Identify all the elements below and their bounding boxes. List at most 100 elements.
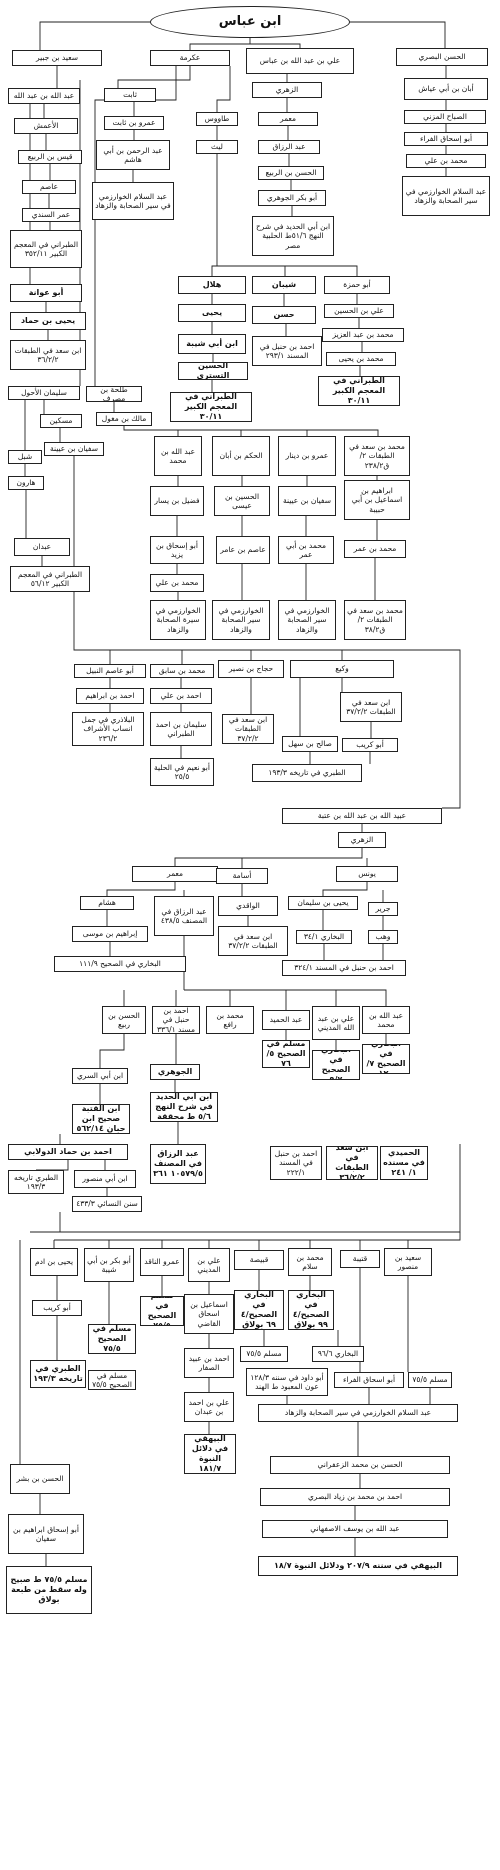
connector-line — [189, 38, 251, 50]
node: محمد بن أبي عمر — [278, 536, 334, 564]
node: شيبان — [252, 276, 316, 294]
node: ليث — [196, 140, 238, 154]
node: مسكين — [40, 414, 82, 428]
node: الحكم بن أبان — [212, 436, 270, 476]
node: احمد بن حنبل في مسند ٣٣٦/١ — [152, 1006, 200, 1034]
node: عبدان — [14, 538, 70, 556]
connector-line — [94, 66, 177, 386]
node: هلال — [178, 276, 246, 294]
node: أبو كريب — [32, 1300, 82, 1316]
node: احمد بن علي — [150, 688, 212, 704]
node: عبيد الله بن عبد الله بن عتبة — [282, 808, 442, 824]
connector-line — [184, 989, 387, 1006]
node: احمد بن محمد بن زياد البصري — [260, 1488, 450, 1506]
node: محمد بن علي — [150, 574, 204, 592]
node: ابن القتبة صحيح ابن حبان ٥٦٢/١٤ — [72, 1104, 130, 1134]
node: ابن أبي الحديد في شرح النهج ٥/٦ ط محققة — [150, 1092, 218, 1122]
node: الحسن بن الربيع — [258, 166, 324, 180]
connector-line — [73, 456, 343, 660]
node: مسلم في الصحيح ٧٥/٥ — [88, 1324, 136, 1354]
node: عبد الرحمن بن أبي هاشم — [96, 140, 170, 170]
node: الطبري في تاريخه ١٩٣/٣ — [30, 1360, 86, 1388]
node: عبد السلام الخوارزمي في سير الصحابة والز… — [258, 1404, 458, 1422]
node: الطبراني في المعجم الكبير ٣٠/١١ — [170, 392, 252, 422]
connector-line — [285, 265, 358, 276]
node: حسن — [252, 306, 316, 324]
node: الحسن البصري — [396, 48, 488, 66]
node: ابن أبي الحديد في شرح النهج ٥١/٦ط الحلبي… — [252, 216, 334, 256]
node: معمر — [132, 866, 218, 882]
node: صالح بن سهل — [282, 736, 338, 752]
node: ابن سعد في الطبقات ٣٦/٢/٢ — [10, 340, 86, 370]
node: قتيبة — [340, 1250, 380, 1268]
root-node-ibn-abbas: ابن عباس — [150, 6, 350, 38]
node: عبد الرزاق في المصنف ٤٣٨/٥ — [154, 896, 214, 936]
node: ابن أبي منصور — [74, 1170, 136, 1188]
node: اسماعيل بن اسحاق القاضي — [184, 1294, 234, 1334]
node: قبيصة — [234, 1250, 284, 1270]
node: طلحة بن مصرف — [86, 386, 142, 402]
node: مالك بن مغول — [96, 412, 152, 426]
node: يونس — [336, 866, 398, 882]
node: محمد بن عمر — [344, 540, 406, 558]
connector-line — [342, 649, 461, 809]
node: عكرمة — [150, 50, 230, 66]
node: سفيان بن عيينة — [278, 486, 336, 516]
node: أبو نعيم في الحلية ٢٥/٥ — [150, 758, 214, 786]
node: مسلم في الصحيح ٥/ ٧٦ — [262, 1040, 310, 1068]
node: مسلم ٧٥/٥ ط صبيح وله سقط من طبعة بولاق — [6, 1566, 92, 1614]
connector-line — [216, 154, 286, 276]
node: أبو إسحاق بن يزيد — [150, 536, 204, 564]
node: الجوهري — [150, 1064, 200, 1080]
node: ابراهيم بن اسماعيل بن أبي حبيبة — [344, 480, 410, 520]
node: ابن سعد في الطبقات ٣٧/٢/٢ — [222, 714, 274, 744]
node: الطبراني في المعجم الكبير ٣٠/١١ — [318, 376, 400, 406]
node: مسلم في الصحيح ٧٥/٥ — [88, 1370, 136, 1390]
node: يحيى بن ادم — [30, 1248, 78, 1276]
node: البخاري في الصحيح/٤ ٦٩ بولاق — [234, 1290, 284, 1330]
node: مسلم ٧٥/٥ — [408, 1372, 452, 1388]
connector-line — [99, 1034, 125, 1068]
node: البخاري ٣٤/١ — [296, 930, 352, 944]
node: أسامة — [216, 868, 268, 884]
node: الخوارزمي في سيرة الصحابة والزهاد — [150, 600, 206, 640]
node: الزهري — [338, 832, 386, 848]
connector-line — [407, 1232, 461, 1248]
connector-line — [216, 66, 231, 112]
connector-line — [250, 43, 301, 48]
node: معمر — [258, 112, 318, 126]
node: البخاري ٩٦/٦ — [312, 1346, 364, 1362]
node: الخوارزمي في سير الصحابة والزهاد — [278, 600, 336, 640]
node: محمد بن عبد العزيز — [322, 328, 404, 342]
node: عبد الله بن عبد الله — [8, 88, 80, 104]
node: عمرو الناقد — [140, 1248, 184, 1276]
node: جرير — [368, 902, 398, 916]
node: عبد الله بن محمد — [362, 1006, 410, 1034]
node: سليمان بن احمد الطبراني — [150, 712, 212, 746]
node: محمد بن يحيى — [326, 352, 396, 366]
node: سعيد بن منصور — [384, 1248, 432, 1276]
node: احمد بن ابراهيم — [76, 688, 144, 704]
node: ثابت — [104, 88, 156, 102]
connector-line — [123, 426, 379, 436]
node: حجاج بن نصير — [218, 660, 284, 678]
node: أبو حمزة — [324, 276, 390, 294]
node: علي بن عبد الله المديني — [312, 1006, 360, 1040]
node: أبو اسحاق الفراء — [334, 1372, 404, 1388]
node: الصباح المزني — [404, 110, 486, 124]
node: الطبري تاريخه ١٩٣/٣ — [8, 1170, 64, 1194]
connector-line — [117, 66, 191, 88]
node: البخاري في الصحيح/٤ ٩٩ بولاق — [288, 1290, 334, 1330]
connector-line — [106, 882, 176, 896]
node: أبو إسحاق ابراهيم بن سفيان — [8, 1514, 84, 1554]
node: الحميدي في مسنده ١/ ٢٤١ — [380, 1146, 428, 1180]
node: هارون — [8, 476, 44, 490]
node: أبو عاصم النبيل — [74, 664, 146, 678]
node: سعيد بن جبير — [12, 50, 102, 66]
node: عبد الرزاق في المصنف ١٠٥٧٩/٥ ٣٦١ — [150, 1144, 206, 1184]
node: سفيان بن عيينة — [44, 442, 104, 456]
node: سليمان الأحول — [8, 386, 80, 400]
node: وكيع — [290, 660, 394, 678]
node: مسلم في الصحيح ٧٥/٥ — [140, 1296, 184, 1326]
node: عبد السلام الخوارزمي في سير الصحابة والز… — [92, 182, 174, 220]
